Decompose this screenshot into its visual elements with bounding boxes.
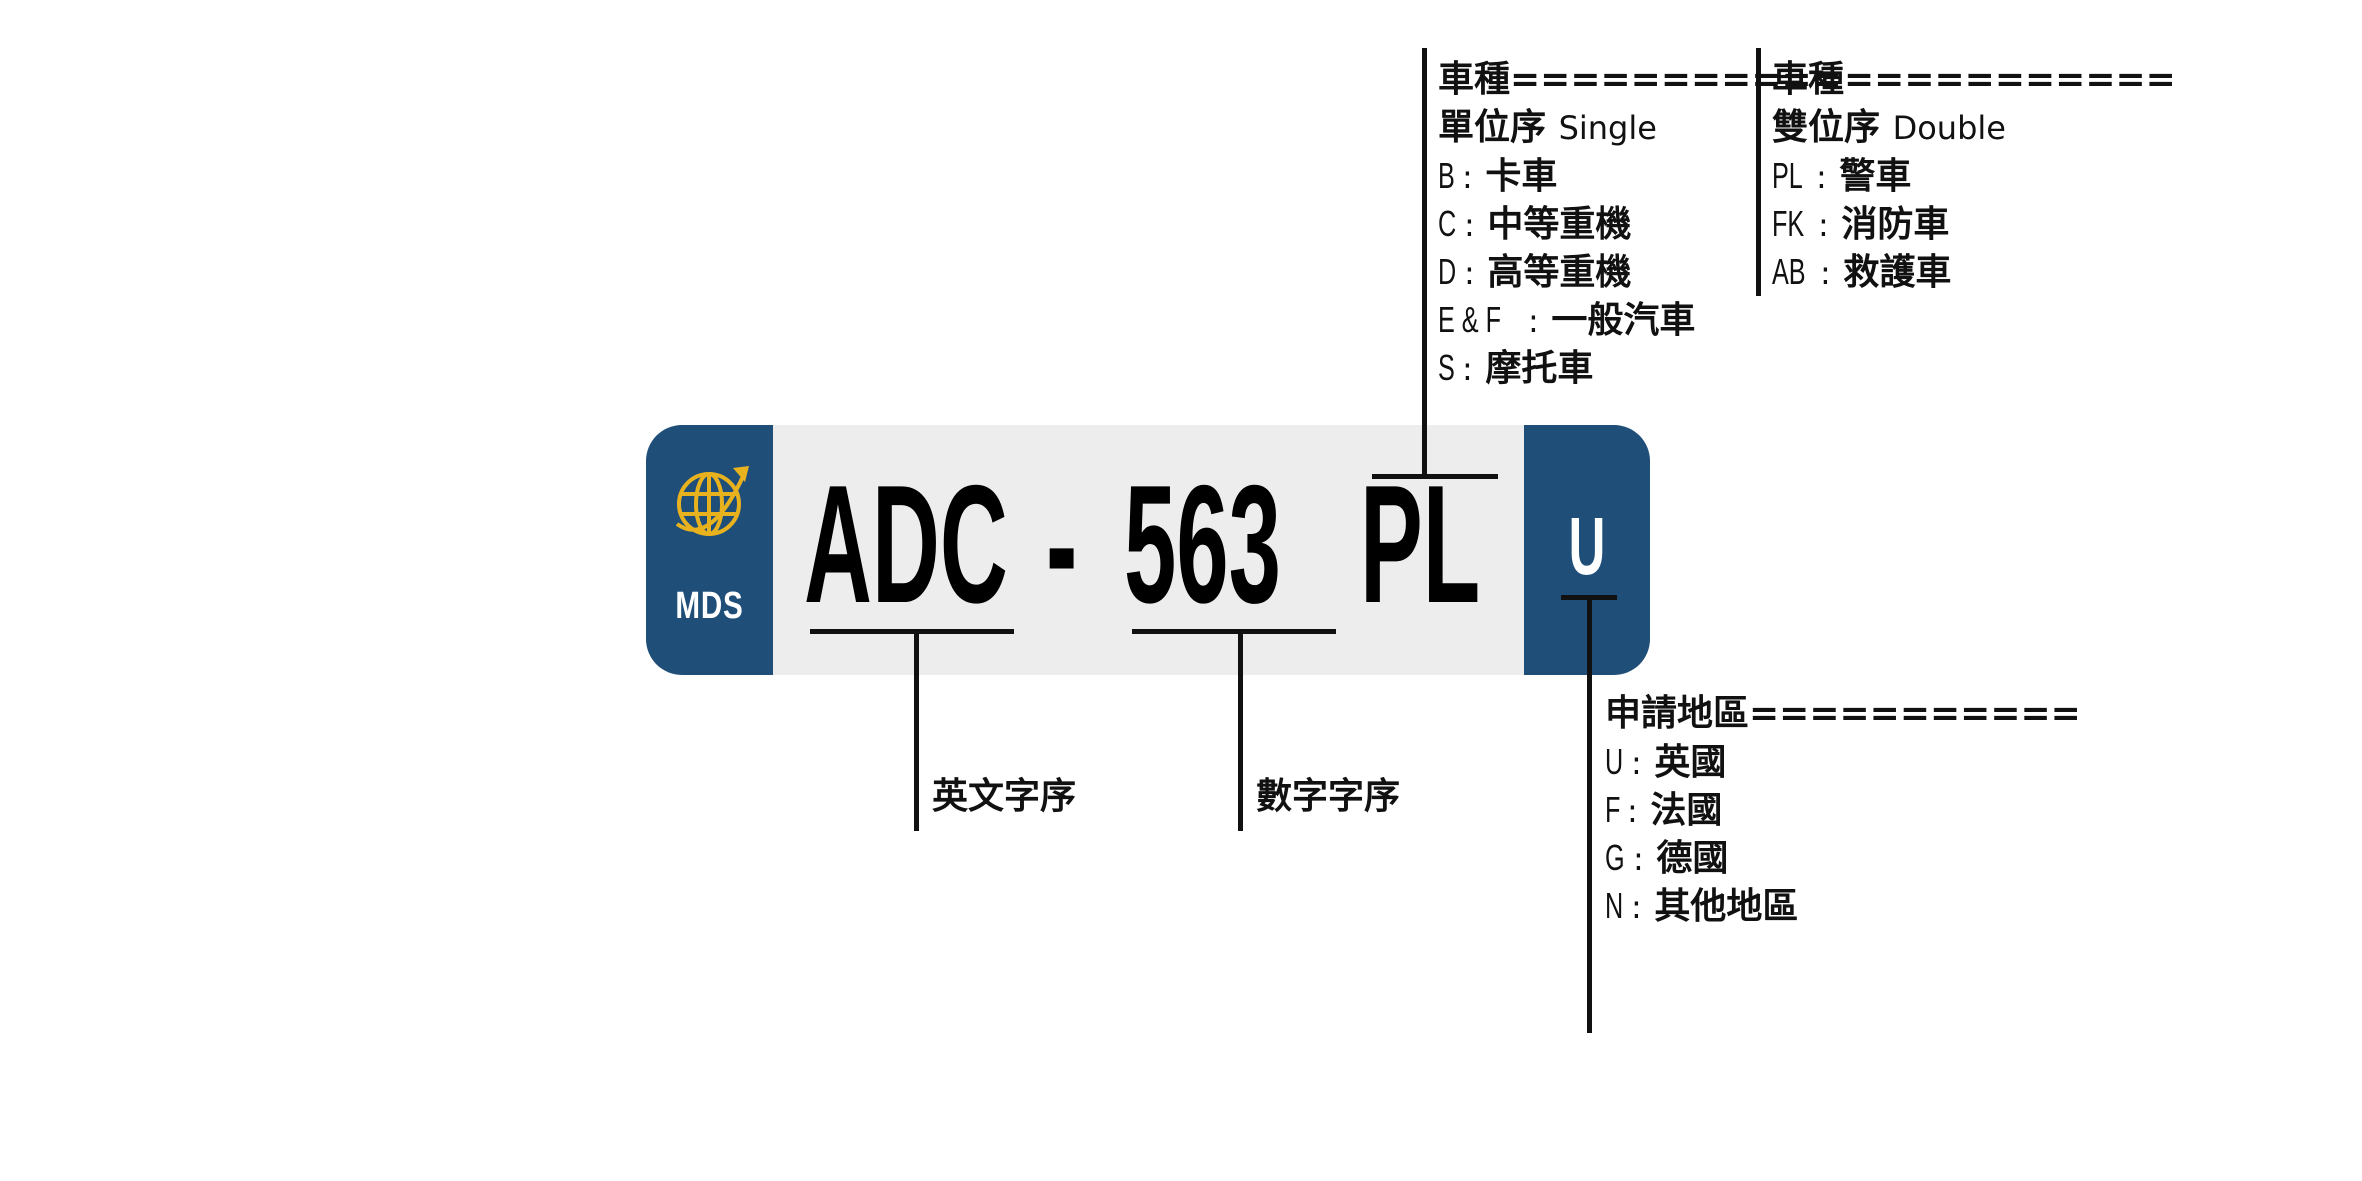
list-item: C: 中等重機 xyxy=(1438,203,1632,245)
region-header: 申請地區=========== xyxy=(1605,693,2081,734)
plate-numbers: 563 xyxy=(1124,450,1281,638)
list-item: PL: 警車 xyxy=(1772,155,1912,197)
list-item: U: 英國 xyxy=(1605,741,1727,783)
plate-left-band: MDS xyxy=(646,425,773,675)
double-leader-line xyxy=(1756,48,1761,296)
double-header: 車種=========== xyxy=(1772,59,2176,100)
license-plate: MDS ADC - 563 PL U xyxy=(646,425,1650,675)
single-title: 單位序 Single xyxy=(1438,107,1657,148)
letters-underline xyxy=(810,629,1014,634)
letters-leader-line xyxy=(914,631,919,831)
numbers-underline xyxy=(1132,629,1336,634)
globe-arrow-icon xyxy=(675,466,749,536)
single-header: 車種=========== xyxy=(1438,59,1842,100)
region-leader-line xyxy=(1587,597,1592,1033)
list-item: G: 德國 xyxy=(1605,837,1729,879)
plate-dash: - xyxy=(1046,450,1078,638)
type-overline xyxy=(1372,474,1498,479)
single-leader-line xyxy=(1422,48,1427,477)
letters-label: 英文字序 xyxy=(932,776,1077,817)
plate-country-code: U xyxy=(1568,501,1606,592)
numbers-leader-line xyxy=(1238,631,1243,831)
numbers-label: 數字字序 xyxy=(1256,776,1401,817)
list-item: S: 摩托車 xyxy=(1438,347,1594,389)
list-item: B: 卡車 xyxy=(1438,155,1558,197)
single-list: 車種=========== 單位序 Single B: 卡車 C: 中等重機 D… xyxy=(1438,56,1842,392)
double-title: 雙位序 Double xyxy=(1772,107,2006,148)
list-item: F: 法國 xyxy=(1605,789,1723,831)
double-title-en: Double xyxy=(1892,109,2006,147)
double-list: 車種=========== 雙位序 Double PL: 警車 FK: 消防車 … xyxy=(1772,56,2176,296)
list-item: FK: 消防車 xyxy=(1772,203,1950,245)
plate-letters: ADC xyxy=(804,450,1008,638)
single-title-en: Single xyxy=(1558,109,1657,147)
plate-type-code: PL xyxy=(1360,450,1481,638)
region-list: 申請地區=========== U: 英國 F: 法國 G: 德國 N: 其他地… xyxy=(1605,690,2081,930)
list-item: AB: 救護車 xyxy=(1772,251,1952,293)
list-item: D: 高等重機 xyxy=(1438,251,1632,293)
list-item: N: 其他地區 xyxy=(1605,885,1799,927)
list-item: E & F: 一般汽車 xyxy=(1438,299,1696,341)
plate-brand: MDS xyxy=(675,585,744,627)
